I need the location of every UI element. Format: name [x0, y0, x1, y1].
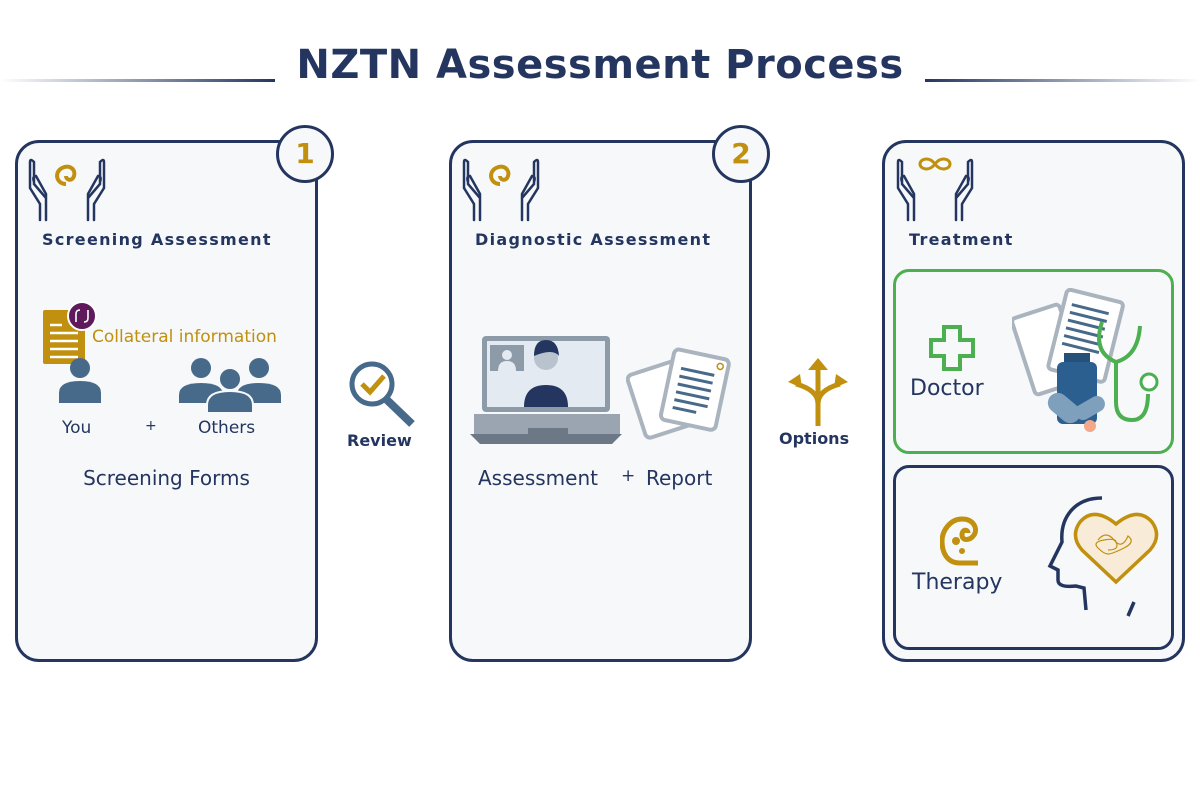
screening-forms-label: Screening Forms	[83, 466, 250, 490]
options-split-arrows-icon	[788, 358, 848, 426]
hands-koru-icon	[28, 158, 106, 222]
collateral-information-label: Collateral information	[92, 327, 277, 347]
head-heart-icon	[1047, 496, 1159, 617]
step-badge-1: 1	[276, 125, 334, 183]
treatment-label: Treatment	[909, 230, 1014, 249]
assessment-label: Assessment	[478, 466, 598, 490]
title-divider-left	[0, 79, 275, 82]
review-label: Review	[347, 431, 412, 450]
report-label: Report	[646, 466, 713, 490]
step-badge-2: 2	[712, 125, 770, 183]
others-label: Others	[198, 418, 256, 438]
therapy-label: Therapy	[912, 570, 1003, 595]
person-icon	[59, 358, 101, 403]
title-divider-right	[925, 79, 1200, 82]
doctor-label: Doctor	[910, 376, 984, 401]
screening-assessment-label: Screening Assessment	[42, 230, 272, 249]
review-magnifier-icon	[349, 361, 415, 427]
diagnostic-assessment-label: Diagnostic Assessment	[475, 230, 712, 249]
plus-sign: +	[145, 418, 157, 434]
hands-koru-icon	[462, 158, 540, 222]
koru-icon	[940, 516, 978, 566]
hands-infinity-icon	[896, 157, 974, 222]
plus-sign: +	[621, 466, 636, 486]
medical-cross-icon	[929, 325, 975, 371]
group-icon	[179, 358, 281, 413]
report-documents-icon	[626, 347, 731, 440]
laptop-video-call-icon	[470, 336, 622, 444]
options-label: Options	[779, 429, 850, 448]
you-label: You	[62, 418, 92, 438]
collateral-document-icon	[43, 301, 97, 364]
page-title: NZTN Assessment Process	[296, 42, 904, 88]
doctor-medicine-stethoscope-icon	[1012, 288, 1159, 432]
